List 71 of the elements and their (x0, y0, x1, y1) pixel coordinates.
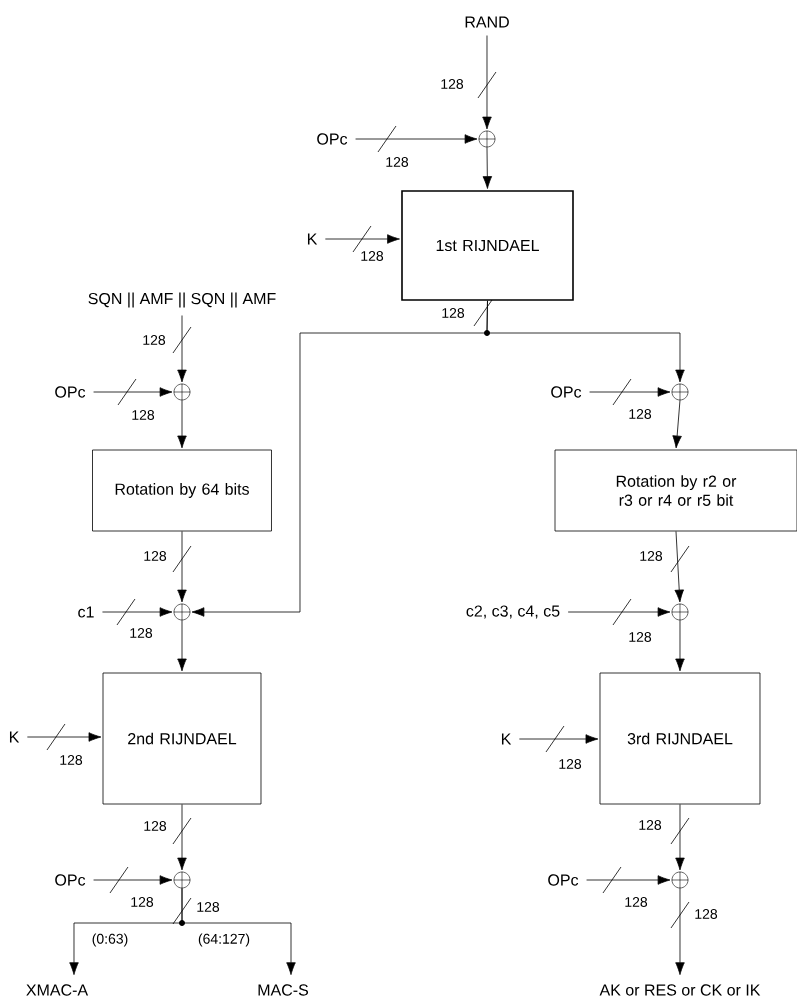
arrow (355, 134, 478, 144)
xor-symbol (173, 383, 191, 401)
arrow (177, 804, 187, 871)
bus-width-label: 128 (384, 156, 410, 168)
arrow (586, 875, 671, 885)
bus-width-label: 128 (142, 550, 168, 562)
process-box: Rotation by 64 bits (92, 449, 272, 532)
signal-label: RAND (465, 16, 509, 28)
xor-symbol (478, 130, 496, 148)
signal-label: SQN || AMF || SQN || AMF (88, 292, 276, 308)
bus-width-label: 128 (637, 819, 663, 831)
signal-label: OPc (55, 874, 86, 886)
arrow (675, 619, 685, 672)
bus-width-label: 128 (129, 896, 155, 908)
edge-label: (0:63) (90, 932, 130, 948)
arrow (181, 887, 296, 975)
process-box: 2nd RIJNDAEL (102, 672, 262, 805)
process-box: 1st RIJNDAEL (401, 190, 574, 301)
signal-label: MAC-S (258, 984, 309, 996)
arrow (482, 146, 493, 189)
edge-label: (64:127) (196, 932, 252, 948)
xor-symbol (173, 871, 191, 889)
bus-width-label: 128 (623, 896, 649, 908)
bus-width-label: 128 (693, 908, 719, 920)
arrow (177, 531, 187, 603)
arrow (177, 399, 187, 449)
signal-label: K (502, 733, 512, 745)
arrow (102, 607, 173, 617)
bus-width-label: 128 (130, 409, 156, 421)
signal-label: AK or RES or CK or IK (599, 984, 761, 996)
signal-label: c2, c3, c4, c5 (466, 605, 560, 619)
arrow (589, 387, 671, 397)
bus-width-label: 128 (439, 78, 465, 90)
signal-label: XMAC-A (26, 984, 89, 996)
arrow (26, 732, 102, 742)
bus-width-label: 128 (557, 758, 583, 770)
arrow (482, 35, 492, 130)
xor-symbol (671, 603, 689, 621)
bus-width-label: 128 (627, 631, 653, 643)
signal-label: OPc (317, 133, 348, 145)
arrow (672, 399, 682, 449)
arrow (93, 875, 173, 885)
arrow (675, 887, 685, 975)
bus-width-label: 128 (142, 820, 168, 832)
signal-label: OPc (548, 874, 579, 886)
arrow (93, 387, 173, 397)
arrow (518, 734, 599, 744)
signal-label: OPc (551, 386, 582, 398)
xor-symbol (671, 383, 689, 401)
signal-label: OPc (55, 386, 86, 398)
bus-width-label: 128 (58, 754, 84, 766)
signal-label: K (308, 233, 318, 245)
bus-width-label: 128 (141, 334, 167, 346)
arrow (674, 531, 684, 603)
xor-symbol (173, 603, 191, 621)
arrow (177, 619, 187, 672)
arrow (324, 234, 400, 244)
process-box: Rotation by r2 or r3 or r4 or r5 bit (554, 449, 797, 532)
xor-symbol (671, 871, 689, 889)
arrow (486, 300, 685, 383)
signal-label: c1 (78, 606, 94, 618)
arrow (567, 607, 671, 617)
bus-width-label: 128 (627, 408, 653, 420)
bus-width-label: 128 (638, 550, 664, 562)
signal-label: K (10, 731, 20, 743)
bus-width-label: 128 (359, 250, 385, 262)
process-box: 3rd RIJNDAEL (599, 672, 761, 805)
bus-width-label: 128 (197, 902, 220, 912)
arrow (177, 315, 187, 383)
arrow (675, 804, 685, 871)
bus-width-label: 128 (128, 627, 154, 639)
